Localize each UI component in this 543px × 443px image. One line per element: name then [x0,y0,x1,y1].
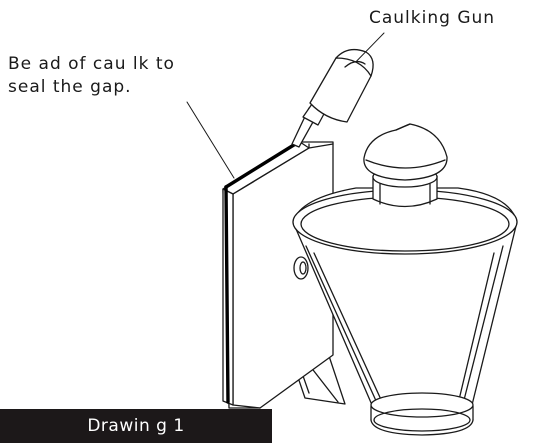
caulk-bead-label-line2: seal the gap. [8,77,132,97]
lamp-cap [363,123,448,208]
caulk-bead [224,185,230,404]
side-knob [293,256,309,280]
caulking-gun [291,48,374,148]
caulking-gun-label: Caulking Gun [369,8,496,28]
drawing-caption: Drawin g 1 [0,409,272,443]
caulk-bead-label-line1: Be ad of cau lk to [8,54,175,74]
bead-leader-line [186,101,235,179]
caulk-bead-top [224,141,299,189]
caulk-bead-label: Be ad of cau lk to seal the gap. [8,53,175,99]
